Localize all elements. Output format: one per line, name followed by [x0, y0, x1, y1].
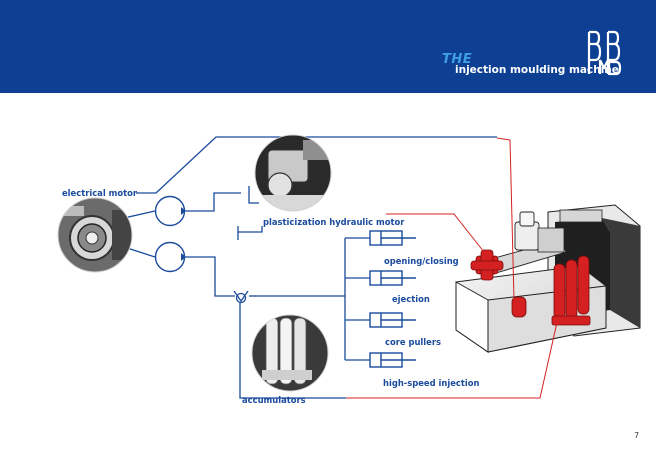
- tagline-logo: THE injection moulding machine: [442, 52, 642, 86]
- label-opening-closing: opening/closing: [384, 256, 459, 266]
- red-plasticization-motor: [470, 249, 504, 281]
- check-valve-symbol: [233, 290, 256, 304]
- injection-machine-illustration: [455, 204, 641, 353]
- cylinder-high-speed-injection: [369, 352, 416, 368]
- header-bar: THE injection moulding machine: [0, 0, 656, 93]
- red-accumulators: [551, 255, 591, 326]
- pump-symbol-1: [154, 195, 186, 227]
- cylinder-ejection: [369, 270, 416, 286]
- label-core-pullers: core pullers: [385, 337, 441, 347]
- label-plasticization-motor: plasticization hydraulic motor: [263, 217, 405, 227]
- label-high-speed-injection: high-speed injection: [383, 378, 479, 388]
- cylinder-opening-closing: [369, 230, 416, 246]
- logo-the-text: THE: [442, 52, 473, 67]
- bmb-logo: [587, 30, 622, 76]
- red-connector-lines: [345, 137, 559, 399]
- label-accumulators: accumulators: [242, 395, 306, 405]
- page-number: 7: [634, 431, 639, 440]
- header-subtitle: injection moulding machine: [455, 64, 619, 76]
- cylinder-core-pullers: [369, 312, 416, 328]
- pump-symbol-2: [154, 241, 186, 273]
- label-electrical-motor: electrical motor: [62, 188, 138, 198]
- accumulators-photo: [251, 314, 329, 392]
- hydraulic-lines: [123, 136, 497, 399]
- hydraulic-schematic: electrical motor plasticization hydrauli…: [57, 134, 641, 405]
- electrical-motor-photo: [57, 197, 133, 273]
- red-ejector-cylinder: [511, 296, 527, 318]
- plasticization-motor-photo: [254, 134, 332, 212]
- label-ejection: ejection: [392, 294, 430, 304]
